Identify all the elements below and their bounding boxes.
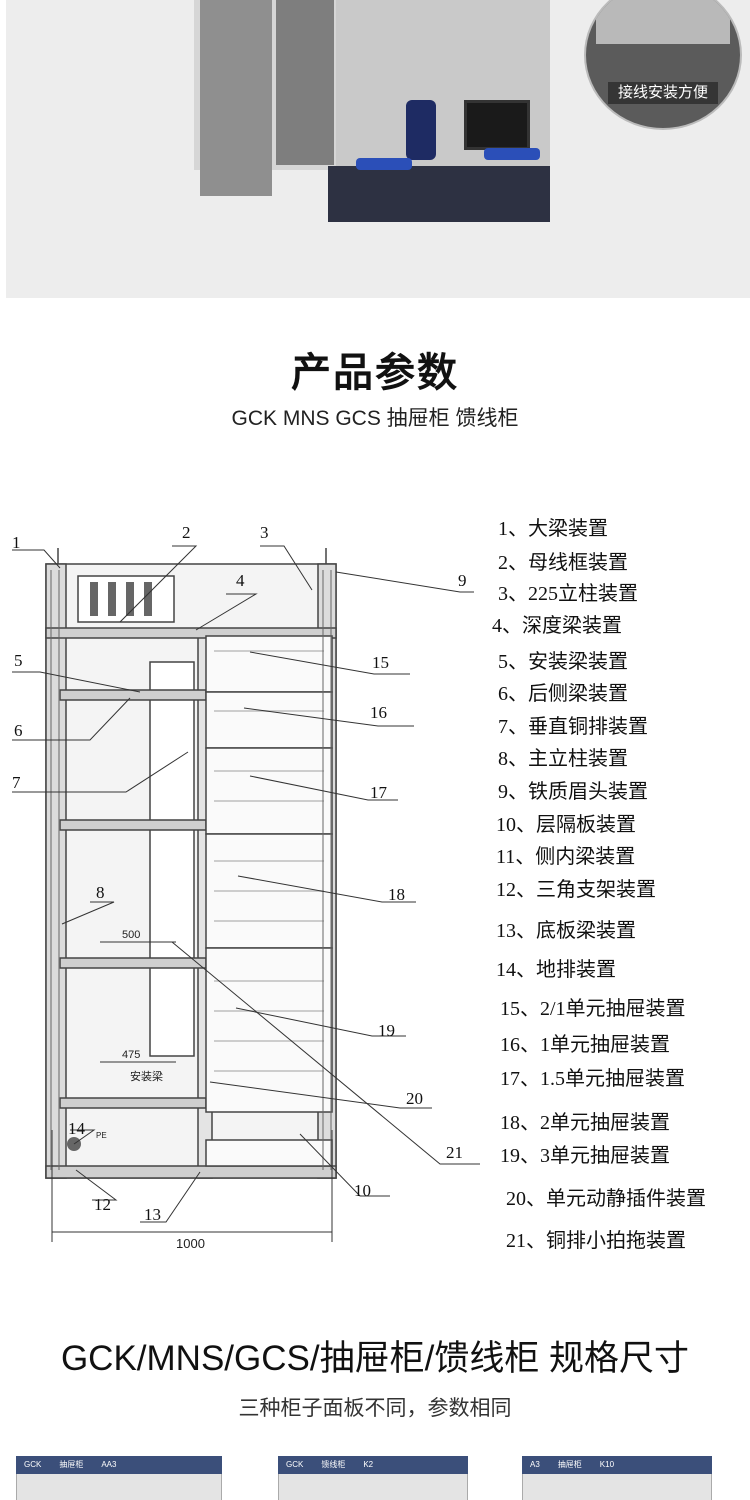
callout-12: 12 (94, 1195, 111, 1214)
cabinet-switch-knob (406, 100, 436, 160)
thumb-code: K2 (363, 1460, 374, 1469)
callout-13: 13 (144, 1205, 161, 1224)
legend-item: 9、铁质眉头装置 (498, 781, 648, 803)
legend-item: 12、三角支架装置 (496, 879, 656, 901)
inner-label: 安装梁 (130, 1069, 163, 1083)
thumb-face (278, 1474, 468, 1500)
inset-plate (596, 0, 730, 44)
dim-475: 475 (122, 1049, 140, 1061)
thumb-name: 抽屉柜 (59, 1460, 84, 1469)
callout-16: 16 (370, 703, 387, 722)
legend-item: 7、垂直铜排装置 (498, 716, 648, 738)
dim-1000: 1000 (176, 1236, 205, 1251)
detail-inset: 接线安装方便 (584, 0, 742, 130)
cabinet-open-frame (200, 0, 272, 196)
legend-item: 3、225立柱装置 (498, 583, 638, 605)
callout-7: 7 (12, 773, 21, 792)
section-title-specs: GCK/MNS/GCS/抽屉柜/馈线柜 规格尺寸 (60, 1339, 690, 1378)
cabinet-handle-right (484, 148, 540, 160)
cabinet-meter (464, 100, 530, 150)
legend-item: 8、主立柱装置 (498, 748, 628, 770)
callout-5: 5 (14, 651, 23, 670)
legend-item: 16、1单元抽屉装置 (500, 1034, 670, 1056)
cabinet-thumbnail: GCK 馈线柜 K2 (278, 1456, 468, 1500)
legend-item: 17、1.5单元抽屉装置 (500, 1068, 685, 1090)
thumb-code: AA3 (101, 1460, 117, 1469)
legend-item: 19、3单元抽屉装置 (500, 1145, 670, 1167)
legend-item: 15、2/1单元抽屉装置 (500, 998, 686, 1020)
callout-8: 8 (96, 883, 105, 902)
thumb-brand: A3 (530, 1460, 540, 1469)
callout-19: 19 (378, 1021, 395, 1040)
legend-item: 4、深度梁装置 (492, 615, 622, 637)
inset-caption: 接线安装方便 (608, 82, 718, 104)
cabinet-thumbnail: A3 抽屉柜 K10 (522, 1456, 712, 1500)
thumb-name: 抽屉柜 (557, 1460, 582, 1469)
thumb-face (522, 1474, 712, 1500)
legend-item: 10、层隔板装置 (496, 814, 636, 836)
cabinet-side-door (276, 0, 334, 165)
section-subtitle-params: GCK MNS GCS 抽屉柜 馈线柜 (231, 407, 519, 430)
legend-item: 11、侧内梁装置 (496, 846, 636, 868)
callout-6: 6 (14, 721, 23, 740)
legend-item: 18、2单元抽屉装置 (500, 1112, 670, 1134)
pe-label: PE (96, 1131, 107, 1140)
legend-item: 21、铜排小拍拖装置 (506, 1230, 686, 1252)
callout-2: 2 (182, 523, 191, 542)
thumb-face (16, 1474, 222, 1500)
callout-4: 4 (236, 571, 245, 590)
legend-item: 2、母线框装置 (498, 552, 628, 574)
thumb-code: K10 (599, 1460, 615, 1469)
callout-17: 17 (370, 783, 388, 802)
legend-item: 20、单元动静插件装置 (506, 1188, 706, 1210)
callout-20: 20 (406, 1089, 423, 1108)
cabinet-base (328, 166, 550, 222)
callout-10: 10 (354, 1181, 371, 1200)
dim-500: 500 (122, 929, 140, 941)
section-title-params: 产品参数 (291, 351, 459, 395)
legend-item: 13、底板梁装置 (496, 920, 636, 942)
thumb-name: 馈线柜 (321, 1460, 346, 1469)
callout-3: 3 (260, 523, 269, 542)
legend-item: 6、后侧梁装置 (498, 683, 628, 705)
callout-14: 14 (68, 1119, 86, 1138)
hero-photo: 接线安装方便 (6, 0, 750, 298)
thumb-brand: GCK (24, 1460, 42, 1469)
cabinet-handle-left (356, 158, 412, 170)
callout-9: 9 (458, 571, 467, 590)
callout-15: 15 (372, 653, 389, 672)
cabinet-thumbnail: GCK 抽屉柜 AA3 (16, 1456, 222, 1500)
legend-item: 14、地排装置 (496, 959, 616, 981)
thumb-brand: GCK (286, 1460, 304, 1469)
legend-item: 5、安装梁装置 (498, 651, 628, 673)
callout-18: 18 (388, 885, 405, 904)
callout-21: 21 (446, 1143, 463, 1162)
legend-item: 1、大梁装置 (498, 518, 608, 540)
callout-1: 1 (12, 533, 21, 552)
cabinet-structure-diagram: 1 2 3 4 5 6 7 8 9 10 12 13 14 15 16 17 1… (12, 523, 480, 1251)
section-subtitle-specs: 三种柜子面板不同，参数相同 (238, 1397, 512, 1420)
